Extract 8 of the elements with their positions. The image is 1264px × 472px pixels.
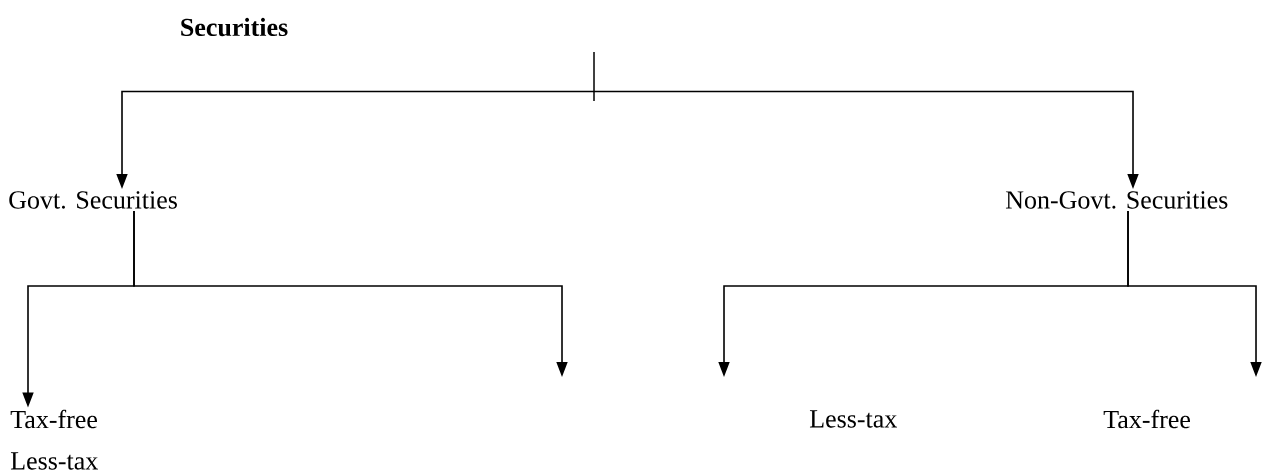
text-label: Less-tax [10,452,98,470]
connector-line [593,51,595,102]
node-label: Non-Govt. Securities [1005,191,1228,209]
text-label: Tax-free [1103,409,1190,429]
node-label: Tax-free [10,409,97,429]
heading: Securities [181,17,288,37]
text-label: Less-tax [809,410,897,428]
node-label: Govt. Securities [9,191,177,209]
